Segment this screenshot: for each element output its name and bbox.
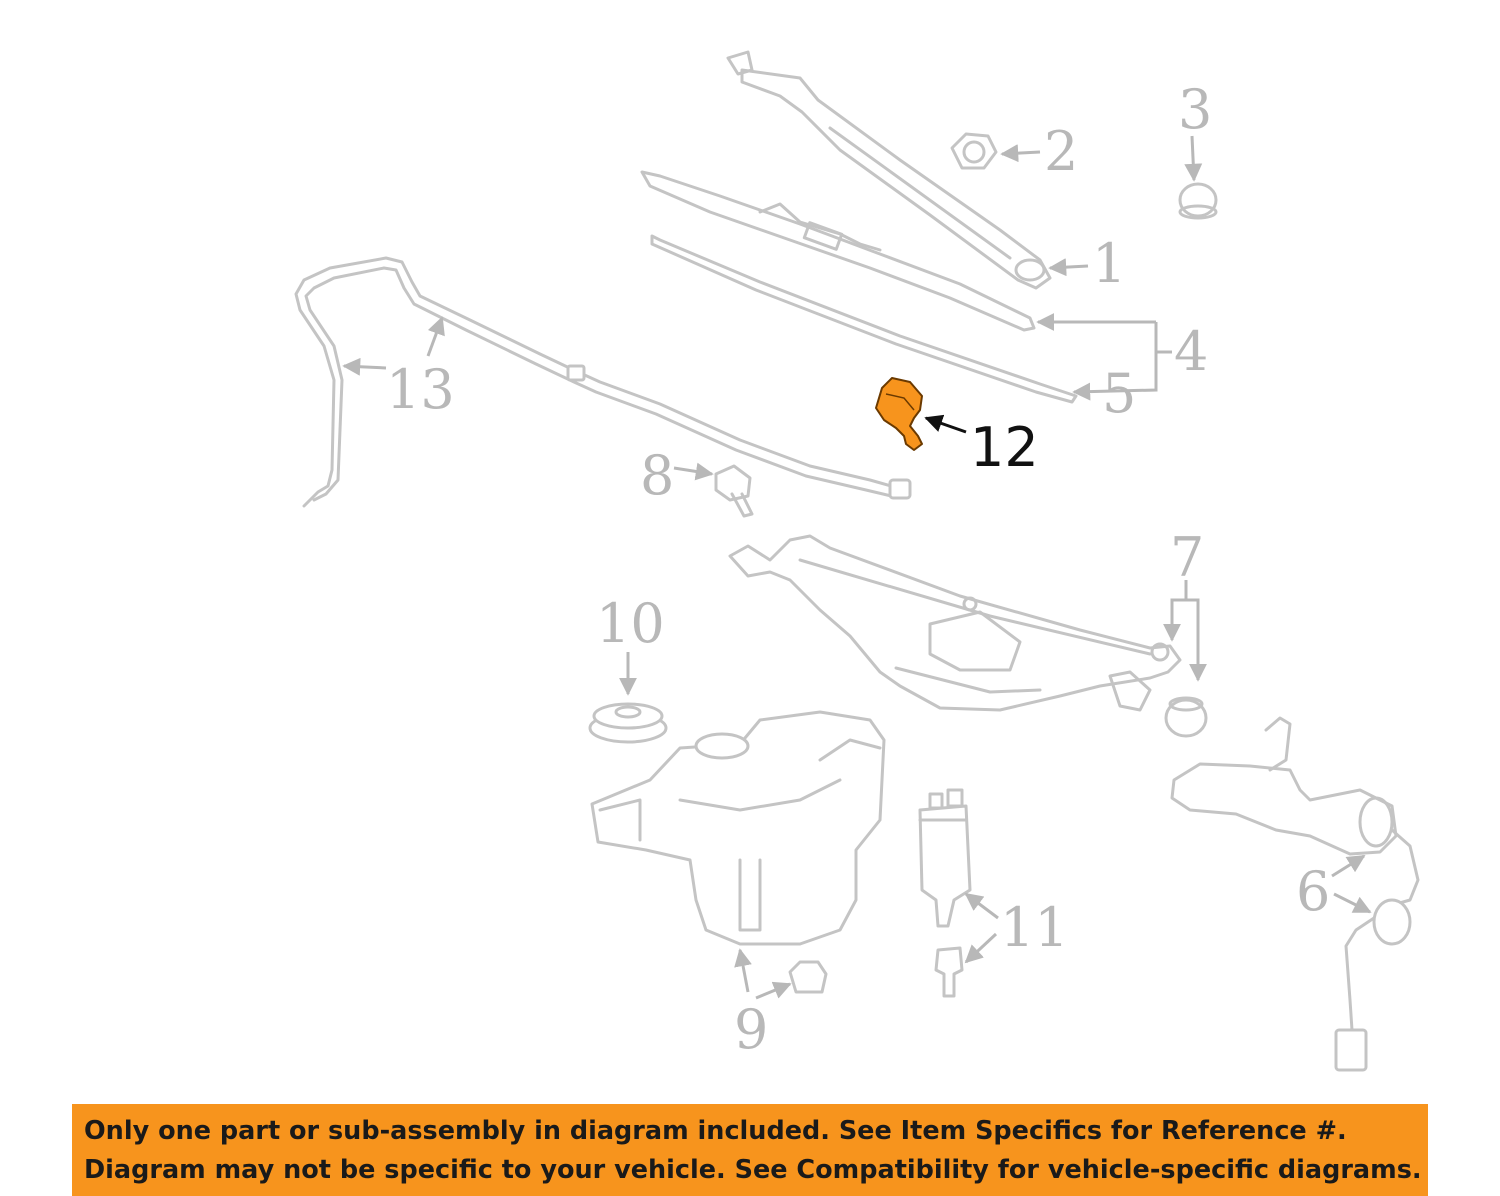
disclaimer-line-2: Diagram may not be specific to your vehi… <box>84 1155 1422 1185</box>
wiper-linkage-part <box>728 534 1182 712</box>
wiper-blade-part <box>640 170 1036 332</box>
disclaimer-banner: Only one part or sub-assembly in diagram… <box>72 1104 1428 1196</box>
washer-pump-part <box>918 788 972 928</box>
callout-9: 9 <box>734 998 768 1061</box>
callout-8: 8 <box>640 444 674 507</box>
callout-10: 10 <box>596 592 665 655</box>
blade-insert-part <box>650 234 1078 404</box>
reservoir-grommet-part <box>788 960 828 994</box>
wiper-motor-part <box>1170 716 1420 1072</box>
callout-2: 2 <box>1044 120 1078 183</box>
push-clip-part <box>714 464 754 518</box>
callout-7: 7 <box>1170 526 1204 589</box>
callout-3: 3 <box>1178 78 1212 141</box>
wiper-arm-part <box>726 50 1052 290</box>
seal-part <box>588 702 668 744</box>
callout-11: 11 <box>1000 896 1069 959</box>
callout-6: 6 <box>1296 860 1330 923</box>
callout-1: 1 <box>1092 232 1126 295</box>
grommet-part <box>1164 696 1208 738</box>
washer-reservoir-part <box>590 710 886 946</box>
washer-nozzle-part-highlighted <box>875 377 923 451</box>
callout-13: 13 <box>386 358 455 421</box>
callout-12-highlighted: 12 <box>970 416 1039 479</box>
washer-hose-part <box>294 256 912 508</box>
callout-5: 5 <box>1102 362 1136 425</box>
pump-grommet-part <box>934 946 964 998</box>
callout-4: 4 <box>1174 320 1208 383</box>
cap-part <box>1178 182 1218 220</box>
nut-part <box>950 132 998 170</box>
disclaimer-line-1: Only one part or sub-assembly in diagram… <box>84 1116 1347 1146</box>
